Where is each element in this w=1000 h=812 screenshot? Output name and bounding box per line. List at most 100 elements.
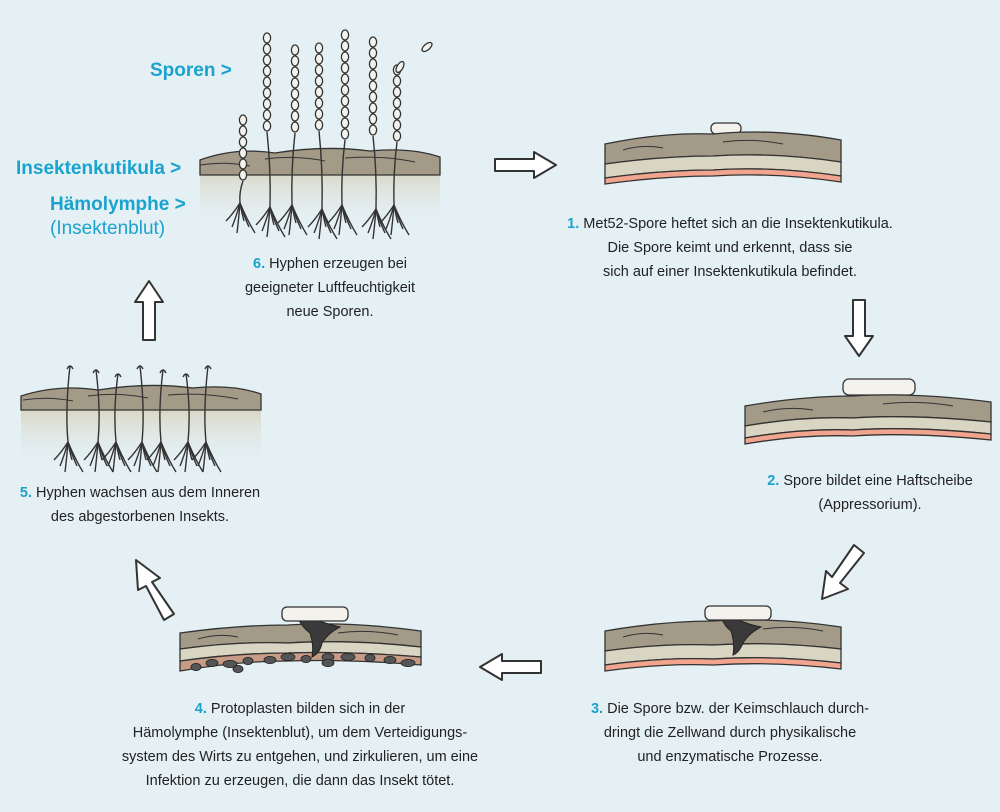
hypha [291, 132, 296, 206]
spore [238, 158, 248, 170]
spore [392, 75, 402, 87]
step-6-line-3: neue Sporen. [286, 304, 374, 320]
protoplast [232, 665, 244, 674]
hypha-root [112, 441, 117, 473]
spore [314, 108, 324, 120]
spore [262, 32, 272, 44]
spore [290, 99, 300, 111]
step-2-number: 2. [767, 473, 780, 489]
step-5-line-1: Hyphen wachsen aus dem Inneren [36, 485, 261, 501]
hypha-tip [66, 365, 74, 370]
step-3-caption: 3. Die Spore bzw. der Keimschlauch durch… [555, 697, 905, 769]
hypha [372, 135, 377, 210]
hypha-root [269, 206, 286, 238]
hypha [393, 141, 398, 206]
hypha-root [318, 208, 323, 240]
spore [314, 75, 324, 87]
spore [314, 119, 324, 131]
spore [238, 125, 248, 137]
step-1-line-2: Die Spore keimt und erkennt, dass sie [607, 240, 853, 256]
illustration-step-2 [744, 378, 992, 445]
label-haemolymphe: Hämolymphe > [50, 194, 186, 215]
hypha-root [393, 204, 410, 236]
hypha-root [205, 441, 222, 473]
spore [368, 102, 378, 114]
arrow-up-left [135, 559, 175, 621]
hypha-root [239, 202, 256, 234]
hypha-tip [136, 365, 144, 370]
hypha-root [187, 441, 204, 473]
spore [262, 98, 272, 110]
hypha [114, 373, 119, 443]
step-6-line-1: Hyphen erzeugen bei [269, 256, 407, 272]
hypha-root [266, 206, 271, 238]
hypha [66, 365, 71, 443]
hypha-root [341, 204, 358, 236]
spore [421, 41, 433, 53]
spore [262, 120, 272, 132]
hypha [95, 369, 100, 443]
spore [314, 53, 324, 65]
spore [395, 60, 405, 74]
step-1-number: 1. [567, 216, 580, 232]
protoplast [280, 653, 296, 662]
spore [238, 136, 248, 148]
step-5-caption: 5. Hyphen wachsen aus dem Inneren des ab… [0, 481, 280, 529]
spore [238, 169, 248, 181]
step-4-line-1: Protoplasten bilden sich in der [210, 701, 406, 717]
hypha-tip [204, 365, 212, 370]
step-1-caption: 1. Met52-Spore heftet sich an die Insekt… [520, 212, 940, 284]
hypha-root [390, 204, 395, 236]
spore [340, 73, 350, 85]
spore [340, 51, 350, 63]
arrow-right-top [494, 151, 557, 179]
spore [262, 76, 272, 88]
spore [368, 36, 378, 48]
hypha-root [291, 204, 308, 236]
spore [392, 97, 402, 109]
hypha [159, 369, 164, 443]
hypha [139, 365, 144, 443]
hypha-root [372, 208, 377, 240]
spore [392, 86, 402, 98]
hypha-root [338, 204, 343, 236]
spore [368, 124, 378, 136]
spore [262, 87, 272, 99]
step-5-line-2: des abgestorbenen Insekts. [50, 509, 230, 525]
step-1-line-1: Met52-Spore heftet sich an die Insektenk… [583, 216, 893, 232]
hypha [318, 130, 323, 210]
protoplast [400, 659, 416, 668]
hypha-tip [92, 369, 100, 374]
step-2-line-1: Spore bildet eine Haftscheibe [783, 473, 973, 489]
spore [340, 84, 350, 96]
hypha [185, 373, 190, 443]
step-3-line-2: dringt die Zellwand durch physikalische [603, 725, 857, 741]
step-5-number: 5. [19, 485, 32, 501]
protoplast [340, 653, 356, 662]
step-6-caption: 6. Hyphen erzeugen bei geeigneter Luftfe… [215, 252, 445, 324]
step-4-line-3: system des Wirts zu entgehen, und zirkul… [121, 749, 479, 765]
illustration-step-6 [199, 29, 441, 240]
arrow-up-left-column [134, 280, 164, 341]
hypha [239, 180, 244, 204]
spore [262, 65, 272, 77]
hypha-root [236, 202, 241, 234]
spore [368, 47, 378, 59]
spore [290, 110, 300, 122]
step-4-line-4: Infektion zu erzeugen, die dann das Inse… [145, 773, 455, 789]
hypha-root [184, 441, 189, 473]
spore [392, 130, 402, 142]
arrow-down-left [821, 544, 865, 600]
step-3-line-3: und enzymatische Prozesse. [637, 749, 823, 765]
spore [368, 113, 378, 125]
spore [262, 109, 272, 121]
spore [290, 66, 300, 78]
illustration-step-3 [604, 605, 842, 672]
step-4-caption: 4. Protoplasten bilden sich in der Hämol… [75, 697, 525, 793]
illustration-step-1 [604, 122, 842, 185]
hypha [204, 365, 209, 443]
spore [340, 29, 350, 41]
spore [238, 147, 248, 159]
spore [314, 86, 324, 98]
spore [340, 106, 350, 118]
